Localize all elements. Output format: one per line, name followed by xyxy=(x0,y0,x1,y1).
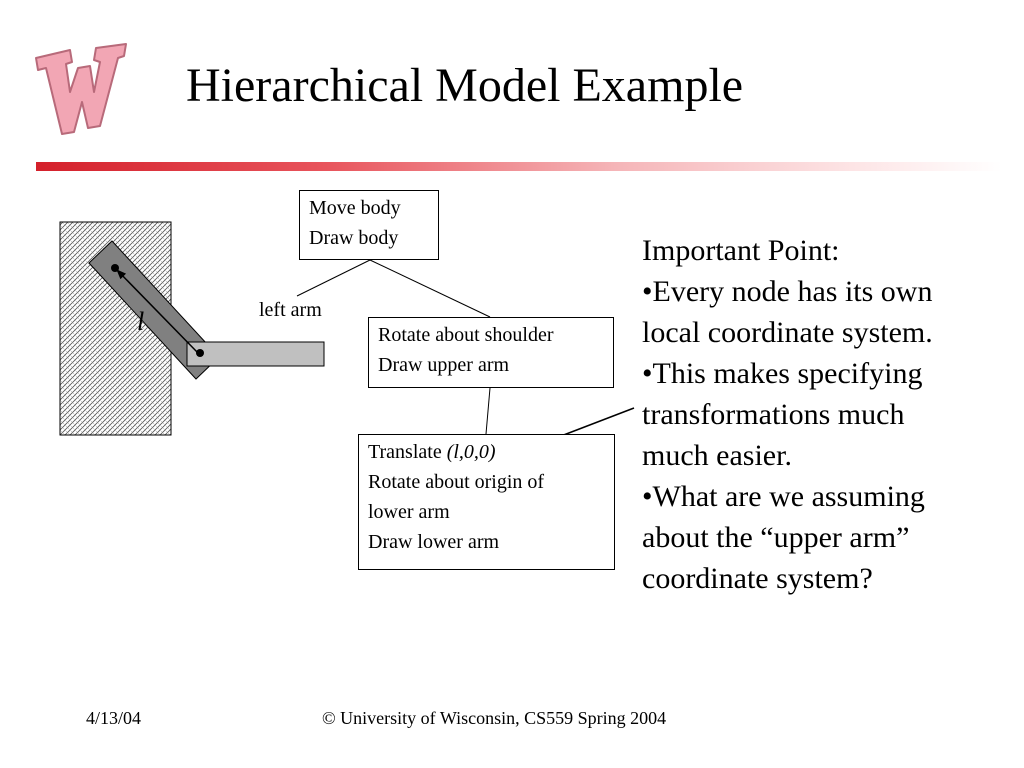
notes-line: local coordinate system. xyxy=(642,316,933,349)
wisconsin-w-logo xyxy=(35,43,127,135)
translate-vector: (l,0,0) xyxy=(446,441,496,463)
upper-arm-node: Rotate about shoulder Draw upper arm xyxy=(368,317,614,388)
upper-arm-node-line1: Rotate about shoulder xyxy=(378,324,554,346)
lower-arm-node-line2: Rotate about origin of xyxy=(368,471,545,493)
lower-arm-node-line4: Draw lower arm xyxy=(368,531,500,553)
notes-line: coordinate system? xyxy=(642,562,873,595)
footer-copyright: © University of Wisconsin, CS559 Spring … xyxy=(322,708,667,728)
edge-upper-lower xyxy=(485,387,491,435)
body-node-line2: Draw body xyxy=(309,227,399,249)
lower-arm-node-line1: Translate (l,0,0) xyxy=(368,437,605,467)
important-notes: Important Point: •Every node has its own… xyxy=(642,230,1014,599)
notes-line: much easier. xyxy=(642,439,792,472)
title-divider xyxy=(36,162,1002,171)
upper-arm-node-line2: Draw upper arm xyxy=(378,354,510,376)
notes-heading: Important Point: xyxy=(642,234,840,267)
body-node: Move body Draw body xyxy=(299,190,439,260)
translate-text: Translate xyxy=(368,441,447,463)
body-node-line1: Move body xyxy=(309,197,401,219)
notes-line: •This makes specifying xyxy=(642,357,923,390)
slide-title: Hierarchical Model Example xyxy=(186,59,744,112)
length-label: l xyxy=(137,307,145,336)
edge-body-upper xyxy=(369,259,491,318)
elbow-joint xyxy=(196,349,204,357)
notes-line: transformations much xyxy=(642,398,905,431)
footer-date: 4/13/04 xyxy=(86,708,142,728)
length-arrow xyxy=(116,269,199,354)
shoulder-joint xyxy=(111,264,119,272)
edge-body-left xyxy=(296,259,371,297)
notes-line: •Every node has its own xyxy=(642,275,933,308)
lower-arm-node: Translate (l,0,0) Rotate about origin of… xyxy=(358,434,615,570)
lower-arm-shape xyxy=(186,341,325,367)
notes-line: •What are we assuming xyxy=(642,480,925,513)
lower-arm-node-line3: lower arm xyxy=(368,501,450,523)
notes-line: about the “upper arm” xyxy=(642,521,910,554)
left-arm-label: left arm xyxy=(259,299,322,321)
